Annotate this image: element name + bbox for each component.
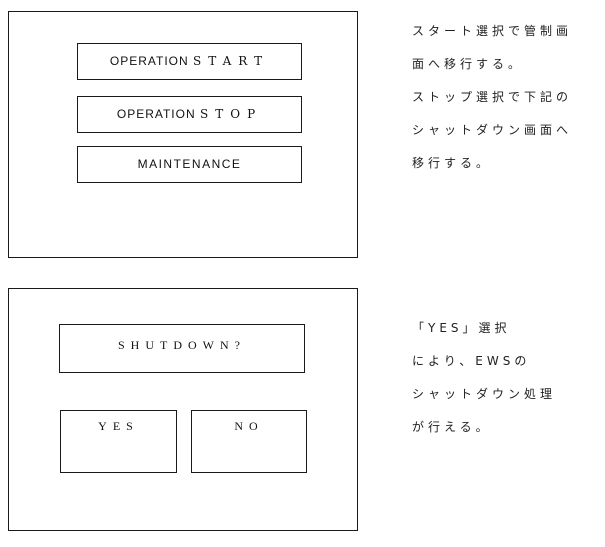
shutdown-note-line: により、EWSの [412,354,531,368]
operation-note-line: スタート選択で管制画 [412,24,573,38]
maintenance-button[interactable]: MAINTENANCE [77,146,302,183]
yes-button[interactable]: YES [60,410,177,473]
shutdown-prompt: SHUTDOWN? [59,324,305,373]
shutdown-note-line: シャットダウン処理 [412,387,557,401]
maintenance-label: MAINTENANCE [137,157,242,171]
operation-start-label-prefix: OPERATION [109,54,189,68]
operation-start-label-suffix: START [193,54,270,68]
operation-stop-label-prefix: OPERATION [116,107,196,121]
yes-label: YES [98,419,139,433]
operation-stop-button[interactable]: OPERATION STOP [77,96,302,133]
no-label: NO [234,419,264,433]
operation-note-line: ストップ選択で下記の [412,90,573,104]
operation-menu-note: スタート選択で管制画 面へ移行する。 ストップ選択で下記の シャットダウン画面へ… [412,22,572,187]
shutdown-confirm-screen: SHUTDOWN? YES NO [8,288,358,531]
operation-menu-screen: OPERATION START OPERATION STOP MAINTENAN… [8,11,358,258]
shutdown-note-line: 「YES」選択 [412,321,511,335]
operation-note-line: 面へ移行する。 [412,57,525,71]
no-button[interactable]: NO [191,410,307,473]
shutdown-note-line: が行える。 [412,420,492,434]
operation-start-button[interactable]: OPERATION START [77,43,302,80]
operation-note-line: シャットダウン画面へ [412,123,573,137]
operation-note-line: 移行する。 [412,156,493,170]
shutdown-confirm-note: 「YES」選択 により、EWSの シャットダウン処理 が行える。 [412,319,556,451]
operation-stop-label-suffix: STOP [200,107,263,121]
